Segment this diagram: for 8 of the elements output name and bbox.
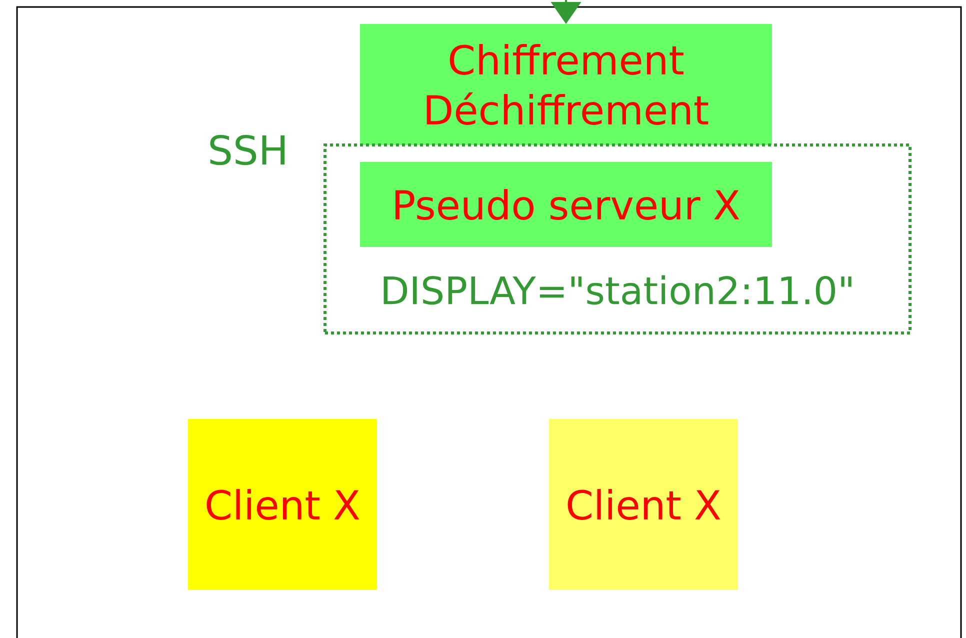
frame-box bbox=[16, 6, 962, 638]
process-box: Client X bbox=[188, 419, 377, 590]
process-box: Client X bbox=[549, 419, 738, 590]
process-box: Pseudo serveur X bbox=[360, 162, 772, 247]
ssh-label: SSH bbox=[210, 134, 285, 166]
display-text: DISPLAY="station2:11.0" bbox=[384, 275, 852, 305]
process-box: Chiffrement Déchiffrement bbox=[360, 24, 772, 145]
dotted-frame bbox=[324, 144, 912, 334]
